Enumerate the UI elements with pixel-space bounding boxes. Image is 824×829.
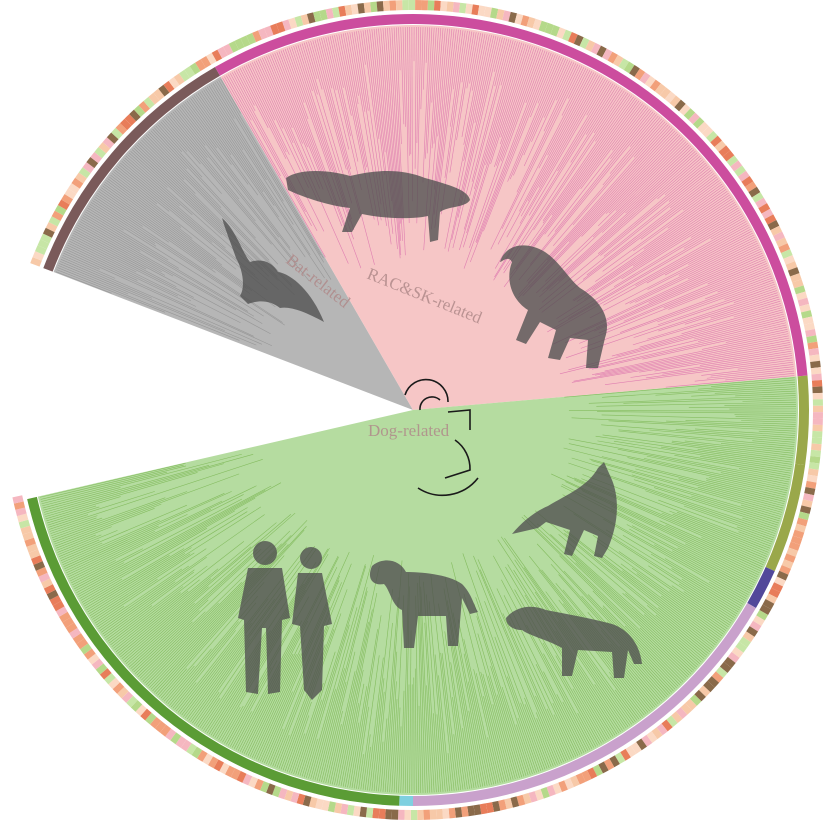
host-ring-tick — [813, 406, 823, 412]
host-ring-tick — [411, 810, 417, 820]
host-ring-tick — [389, 0, 396, 10]
host-ring-tick — [446, 1, 453, 12]
host-ring-tick — [813, 418, 823, 425]
host-ring-tick — [809, 354, 820, 362]
host-ring-tick — [455, 807, 462, 818]
host-ring-tick — [812, 431, 822, 438]
host-ring-tick — [364, 2, 371, 13]
host-ring-tick — [404, 810, 410, 820]
host-ring-tick — [436, 809, 443, 819]
host-ring-tick — [813, 399, 823, 406]
host-ring-tick — [392, 809, 399, 819]
host-ring-tick — [370, 2, 377, 13]
host-ring-tick — [813, 393, 823, 400]
host-ring-tick — [440, 1, 447, 11]
host-ring-tick — [402, 0, 409, 10]
host-ring-tick — [385, 809, 392, 819]
host-ring-tick — [811, 374, 821, 381]
host-ring-tick — [415, 0, 421, 10]
host-ring-tick — [372, 808, 379, 819]
host-ring-tick — [428, 0, 435, 10]
host-ring-tick — [812, 437, 822, 444]
host-ring-tick — [449, 808, 456, 819]
host-ring-tick — [409, 0, 415, 10]
clade-ring-segment — [399, 796, 413, 806]
host-ring-tick — [461, 806, 469, 817]
host-ring-tick — [379, 809, 386, 819]
host-ring-tick — [459, 3, 467, 14]
host-ring-tick — [430, 809, 437, 819]
host-ring-tick — [421, 0, 428, 10]
host-ring-tick — [357, 3, 365, 14]
host-ring-tick — [383, 1, 390, 11]
host-ring-tick — [359, 807, 367, 818]
host-ring-tick — [377, 1, 384, 11]
host-ring-tick — [810, 456, 821, 464]
host-ring-tick — [812, 380, 822, 387]
host-ring-tick — [810, 361, 821, 368]
host-ring-tick — [811, 367, 822, 374]
host-ring-tick — [396, 0, 403, 10]
host-ring-tick — [812, 386, 822, 393]
clade-label-dog: Dog-related — [368, 421, 450, 440]
host-ring-tick — [434, 1, 441, 11]
host-ring-tick — [813, 412, 823, 418]
host-ring-tick — [442, 808, 449, 818]
host-ring-tick — [811, 443, 822, 450]
host-ring-tick — [453, 2, 460, 13]
host-ring-tick — [423, 810, 430, 820]
host-ring-tick — [417, 810, 424, 820]
host-ring-tick — [812, 425, 822, 432]
host-ring-tick — [810, 450, 821, 457]
host-ring-tick — [366, 807, 373, 818]
host-ring-tick — [398, 810, 405, 820]
